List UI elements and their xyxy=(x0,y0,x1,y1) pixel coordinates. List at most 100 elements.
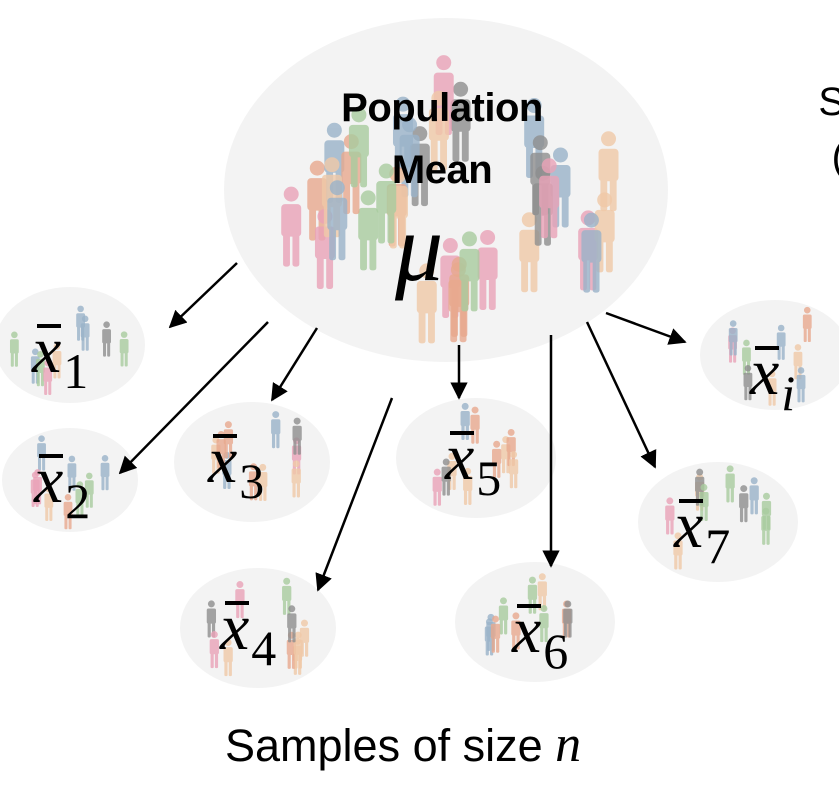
person-icon xyxy=(598,131,619,212)
person-icon xyxy=(327,180,348,261)
sample-mean-symbol: x xyxy=(512,594,542,667)
person-icon xyxy=(9,331,19,367)
person-icon xyxy=(258,463,268,502)
person-icon xyxy=(100,454,110,491)
person-icon xyxy=(223,639,233,677)
person-icon xyxy=(287,605,297,643)
person-icon xyxy=(767,370,777,406)
person-icon xyxy=(463,467,473,505)
person-icon xyxy=(477,229,498,310)
person-icon xyxy=(35,351,45,387)
person-icon xyxy=(67,455,77,491)
person-icon xyxy=(30,471,40,507)
sample-subscript: 6 xyxy=(543,623,569,679)
sample-mean-symbol: x xyxy=(750,336,780,409)
cropped-edge-text-2: ( xyxy=(832,135,839,180)
person-icon xyxy=(761,507,771,545)
sample-mean-symbol: x xyxy=(674,489,704,562)
person-icon xyxy=(84,472,94,508)
sample-mean-symbol: x xyxy=(220,591,250,664)
sample-size-variable: n xyxy=(555,716,582,773)
sample-mean-1: x1 xyxy=(32,314,89,399)
person-icon xyxy=(37,435,46,471)
sample-subscript: 4 xyxy=(251,620,277,676)
person-icon xyxy=(739,485,749,523)
sample-mean-7: x7 xyxy=(674,489,731,574)
person-icon xyxy=(271,411,281,449)
person-icon xyxy=(796,367,806,403)
person-icon xyxy=(749,477,759,515)
sample-subscript: 5 xyxy=(476,450,502,506)
person-icon xyxy=(490,615,501,653)
arrow-to-sample-7 xyxy=(585,321,657,469)
sample-subscript: i xyxy=(781,365,796,421)
samples-caption: Samples of size n xyxy=(225,715,581,774)
mean-label: Mean xyxy=(391,148,493,192)
person-icon xyxy=(498,597,509,635)
person-icon xyxy=(348,107,369,188)
person-icon xyxy=(511,612,521,650)
person-icon xyxy=(508,451,519,489)
sample-subscript: 2 xyxy=(65,473,91,529)
person-icon xyxy=(743,365,753,401)
person-icon xyxy=(291,460,301,498)
person-icon xyxy=(665,497,675,535)
population-blob xyxy=(224,18,668,362)
arrow-to-sample-i xyxy=(605,311,687,345)
person-icon xyxy=(358,190,379,271)
person-icon xyxy=(725,465,735,503)
arrow-to-sample-2 xyxy=(118,321,269,475)
person-icon xyxy=(459,231,480,312)
population-mean-symbol: μ xyxy=(395,194,444,301)
person-icon xyxy=(519,212,540,293)
caption-text: Samples of size xyxy=(225,720,556,771)
person-icon xyxy=(492,440,502,478)
person-icon xyxy=(539,158,560,239)
sample-mean-4: x4 xyxy=(220,591,277,676)
person-icon xyxy=(376,163,397,244)
sample-mean-symbol: x xyxy=(34,444,64,517)
person-icon xyxy=(63,494,73,530)
sample-subscript: 3 xyxy=(239,453,265,509)
person-icon xyxy=(581,212,602,293)
person-icon xyxy=(728,320,738,356)
sample-mean-3: x3 xyxy=(208,424,265,509)
person-icon xyxy=(235,581,245,619)
cropped-edge-text-1: S xyxy=(818,80,839,124)
person-icon xyxy=(281,186,302,267)
sample-mean-2: x2 xyxy=(34,444,91,529)
arrow-to-sample-4 xyxy=(315,397,394,592)
person-icon xyxy=(539,605,549,643)
sample-mean-symbol: x xyxy=(208,424,238,497)
person-icon xyxy=(432,468,442,506)
person-icon xyxy=(563,600,573,638)
person-icon xyxy=(44,485,54,522)
person-icon xyxy=(102,321,112,357)
person-icon xyxy=(416,263,437,344)
person-icon xyxy=(299,619,310,657)
person-icon xyxy=(450,81,471,162)
person-icon xyxy=(292,417,302,455)
sample-mean-symbol: x xyxy=(32,314,62,387)
person-icon xyxy=(76,305,86,341)
person-icon xyxy=(441,458,451,496)
arrow-to-sample-1 xyxy=(168,262,238,329)
sample-blob-6 xyxy=(455,562,615,682)
person-icon xyxy=(699,483,709,522)
sample-mean-i: xi xyxy=(750,336,796,421)
person-icon xyxy=(248,463,259,501)
sample-blob-3 xyxy=(174,402,330,522)
person-icon xyxy=(43,359,53,395)
person-icon xyxy=(75,481,85,517)
arrow-to-sample-3 xyxy=(270,327,319,402)
person-icon xyxy=(52,343,62,379)
person-icon xyxy=(209,631,219,669)
person-icon xyxy=(119,331,129,367)
person-icon xyxy=(673,532,683,570)
sample-subscript: 1 xyxy=(63,343,89,399)
sample-mean-6: x6 xyxy=(512,594,569,679)
person-icon xyxy=(428,90,449,171)
sample-subscript: 7 xyxy=(705,518,731,574)
